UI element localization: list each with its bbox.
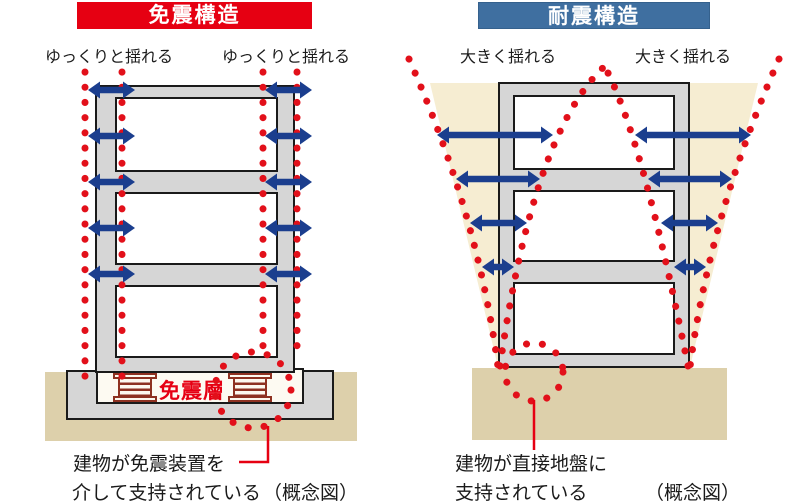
large-sway-label-right: 大きく揺れる <box>635 49 732 66</box>
building-room <box>115 97 278 172</box>
slow-sway-label-right: ゆっくりと揺れる <box>222 49 351 66</box>
large-sway-label-left: 大きく揺れる <box>460 49 557 66</box>
right-caption-note: （概念図） <box>645 483 741 504</box>
isolator-device <box>113 373 157 402</box>
ground-block-right <box>472 368 727 440</box>
isolation-layer-label: 免震層 <box>159 379 225 403</box>
right-caption-line2: 支持されている <box>455 483 588 504</box>
building-room <box>115 285 278 358</box>
left-caption-note: （概念図） <box>263 483 359 504</box>
isolator-device <box>228 373 272 402</box>
building-room <box>513 282 675 355</box>
earthquake-resistant-header: 耐震構造 <box>478 2 710 29</box>
slow-sway-label-left: ゆっくりと揺れる <box>45 49 174 66</box>
left-caption-line1: 建物が免震装置を <box>73 454 226 475</box>
building-room <box>513 95 675 170</box>
left-caption-line2: 介して支持されている <box>72 483 261 504</box>
building-room <box>115 192 278 265</box>
right-caption-line1: 建物が直接地盤に <box>455 454 608 475</box>
seismic-isolation-header: 免震構造 <box>77 2 312 29</box>
building-room <box>513 190 675 262</box>
